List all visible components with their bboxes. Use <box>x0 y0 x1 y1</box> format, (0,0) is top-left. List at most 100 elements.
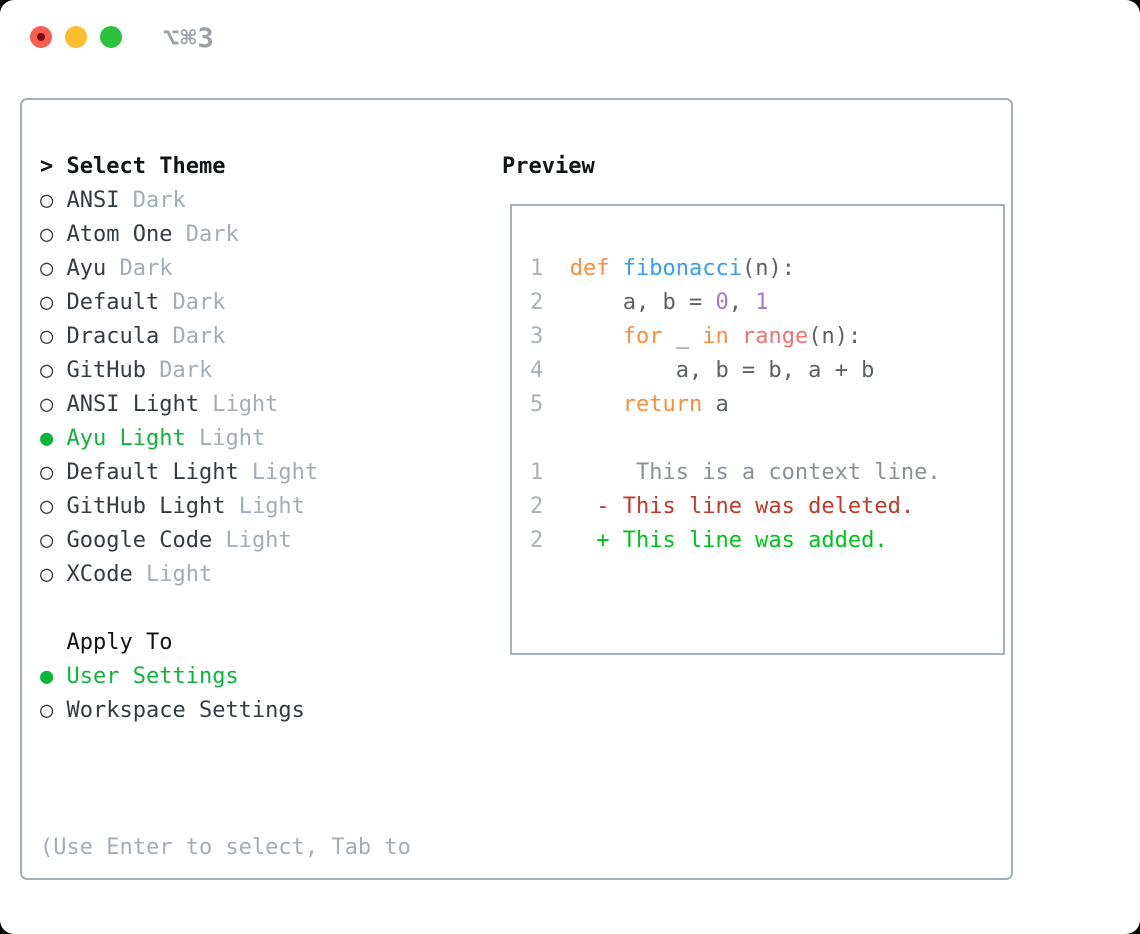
code-token: 1 <box>755 290 769 315</box>
theme-option-github-light[interactable]: ○ GitHub Light Light <box>40 490 480 524</box>
theme-option-ayu-light[interactable]: ● Ayu Light Light <box>40 422 480 456</box>
diff-text: - This line was deleted. <box>569 494 915 519</box>
diff-preview: 1 This is a context line.2 - This line w… <box>530 456 1003 558</box>
radio-selected-icon: ● <box>40 426 67 451</box>
radio-icon: ○ <box>40 256 67 281</box>
theme-option-ansi[interactable]: ○ ANSI Dark <box>40 184 480 218</box>
apply-to-header: Apply To <box>66 630 173 655</box>
diff-line-context: 1 This is a context line. <box>530 456 1003 490</box>
theme-name: Google Code <box>66 528 213 553</box>
theme-option-github[interactable]: ○ GitHub Dark <box>40 354 480 388</box>
theme-variant: Dark <box>159 290 226 315</box>
code-token: , <box>728 290 756 315</box>
theme-name: Ayu Light <box>66 426 186 451</box>
apply-to-list: ● User Settings○ Workspace Settings <box>40 660 480 728</box>
radio-icon: ○ <box>40 562 67 587</box>
maximize-button[interactable] <box>100 26 122 48</box>
code-token <box>570 392 623 417</box>
select-theme-title: Select Theme <box>66 154 226 179</box>
code-token: return <box>622 392 703 417</box>
theme-option-default-light[interactable]: ○ Default Light Light <box>40 456 480 490</box>
diff-text: + This line was added. <box>569 528 888 553</box>
radio-icon: ○ <box>40 528 67 553</box>
radio-icon: ○ <box>40 494 67 519</box>
titlebar: ⌥⌘3 <box>0 0 1140 70</box>
code-line: 1 def fibonacci(n): <box>530 252 1003 286</box>
radio-icon: ○ <box>40 698 67 723</box>
code-token <box>570 324 623 349</box>
line-number: 1 <box>530 256 570 281</box>
code-token: 0 <box>715 290 729 315</box>
radio-icon: ○ <box>40 222 67 247</box>
radio-icon: ○ <box>40 188 67 213</box>
diff-line-added: 2 + This line was added. <box>530 524 1003 558</box>
diff-text: This is a context line. <box>569 460 941 485</box>
prompt-icon: > <box>40 154 67 179</box>
select-theme-header: > Select Theme <box>40 150 480 184</box>
theme-option-atom-one[interactable]: ○ Atom One Dark <box>40 218 480 252</box>
theme-list: ○ ANSI Dark○ Atom One Dark○ Ayu Dark○ De… <box>40 184 480 592</box>
theme-name: ANSI <box>66 188 120 213</box>
blank-line <box>530 422 1003 456</box>
theme-variant: Light <box>212 528 292 553</box>
apply-option-user-settings[interactable]: ● User Settings <box>40 660 480 694</box>
theme-dialog: > Select Theme ○ ANSI Dark○ Atom One Dar… <box>20 98 1013 880</box>
code-token: _ <box>662 324 703 349</box>
hint-text: (Use Enter to select, Tab to change focu… <box>40 762 480 934</box>
code-token: for <box>622 324 663 349</box>
line-number: 2 <box>530 494 570 519</box>
minimize-button[interactable] <box>65 26 87 48</box>
theme-variant: Dark <box>106 256 173 281</box>
theme-name: Default Light <box>66 460 239 485</box>
code-token: a, b = b, a + b <box>569 358 875 383</box>
line-number: 3 <box>530 324 570 349</box>
theme-variant: Light <box>198 392 279 417</box>
close-button[interactable] <box>30 26 52 48</box>
theme-variant: Light <box>225 494 305 519</box>
code-token: def <box>569 256 623 281</box>
theme-name: Default <box>66 290 160 315</box>
theme-name: GitHub Light <box>66 494 226 519</box>
theme-variant: Dark <box>172 222 239 247</box>
code-token: fibonacci <box>622 256 742 281</box>
theme-option-dracula[interactable]: ○ Dracula Dark <box>40 320 480 354</box>
theme-variant: Light <box>185 426 266 451</box>
code-token: a <box>702 392 729 417</box>
theme-name: Atom One <box>66 222 173 247</box>
preview-header: Preview <box>502 154 595 179</box>
spacer <box>40 592 480 626</box>
theme-option-google-code[interactable]: ○ Google Code Light <box>40 524 480 558</box>
theme-name: GitHub <box>66 358 146 383</box>
theme-selector: > Select Theme ○ ANSI Dark○ Atom One Dar… <box>40 150 480 934</box>
theme-variant: Light <box>238 460 319 485</box>
theme-option-ansi-light[interactable]: ○ ANSI Light Light <box>40 388 480 422</box>
theme-name: ANSI Light <box>66 392 199 417</box>
apply-option-label: User Settings <box>66 664 239 689</box>
theme-name: XCode <box>66 562 133 587</box>
radio-icon: ○ <box>40 324 67 349</box>
theme-name: Dracula <box>66 324 160 349</box>
diff-line-deleted: 2 - This line was deleted. <box>530 490 1003 524</box>
theme-name: Ayu <box>66 256 107 281</box>
line-number: 5 <box>530 392 570 417</box>
line-number: 1 <box>530 460 570 485</box>
theme-variant: Dark <box>145 358 213 383</box>
window-title: ⌥⌘3 <box>163 23 215 54</box>
theme-option-xcode[interactable]: ○ XCode Light <box>40 558 480 592</box>
code-token: (n): <box>808 324 862 349</box>
code-token: range <box>741 324 809 349</box>
code-line: 5 return a <box>530 388 1003 422</box>
theme-variant: Dark <box>119 188 186 213</box>
theme-option-default[interactable]: ○ Default Dark <box>40 286 480 320</box>
theme-option-ayu[interactable]: ○ Ayu Dark <box>40 252 480 286</box>
apply-option-workspace-settings[interactable]: ○ Workspace Settings <box>40 694 480 728</box>
code-line: 3 for _ in range(n): <box>530 320 1003 354</box>
code-token: in <box>702 324 729 349</box>
radio-icon: ○ <box>40 460 67 485</box>
apply-option-label: Workspace Settings <box>66 698 305 723</box>
code-token: (n): <box>741 256 795 281</box>
line-number: 4 <box>530 358 570 383</box>
